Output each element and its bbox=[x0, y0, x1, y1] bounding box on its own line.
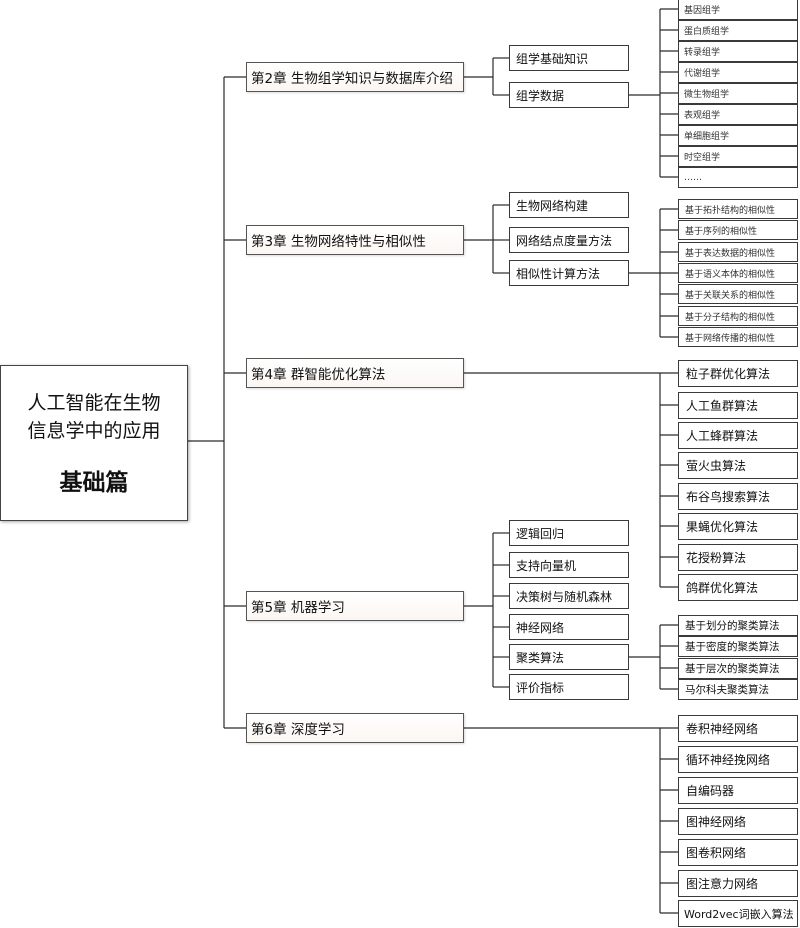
ch5-section-node: 逻辑回归 bbox=[509, 520, 629, 546]
ch6-leaf-node: 图卷积网络 bbox=[678, 839, 798, 866]
ch2-leaf-node: …… bbox=[678, 167, 798, 188]
ch2-leaf-node: 蛋白质组学 bbox=[678, 20, 798, 41]
ch3-leaf-node: 基于序列的相似性 bbox=[678, 220, 798, 240]
chapter-4-node: 第4章 群智能优化算法 bbox=[246, 358, 464, 388]
ch2-leaf-node: 代谢组学 bbox=[678, 62, 798, 83]
ch2-section-node: 组学数据 bbox=[509, 82, 629, 108]
ch2-leaf-node: 时空组学 bbox=[678, 146, 798, 167]
ch6-leaf-node: 图注意力网络 bbox=[678, 870, 798, 897]
ch2-leaf-node: 单细胞组学 bbox=[678, 125, 798, 146]
ch4-leaf-node: 人工鱼群算法 bbox=[678, 392, 798, 419]
ch3-leaf-node: 基于分子结构的相似性 bbox=[678, 306, 798, 326]
ch5-leaf-node: 基于划分的聚类算法 bbox=[678, 615, 798, 636]
ch2-leaf-node: 表观组学 bbox=[678, 104, 798, 125]
ch6-leaf-node: 自编码器 bbox=[678, 777, 798, 804]
ch3-leaf-node: 基于拓扑结构的相似性 bbox=[678, 199, 798, 219]
ch3-section-node: 相似性计算方法 bbox=[509, 260, 629, 286]
ch5-section-node: 神经网络 bbox=[509, 614, 629, 640]
ch4-leaf-node: 果蝇优化算法 bbox=[678, 513, 798, 540]
ch2-section-node: 组学基础知识 bbox=[509, 45, 629, 71]
ch3-section-node: 生物网络构建 bbox=[509, 192, 629, 218]
chapter-3-node: 第3章 生物网络特性与相似性 bbox=[246, 225, 464, 255]
ch4-leaf-node: 萤火虫算法 bbox=[678, 452, 798, 479]
root-subtitle: 基础篇 bbox=[59, 470, 129, 496]
ch4-leaf-node: 布谷鸟搜索算法 bbox=[678, 483, 798, 510]
ch5-section-node: 决策树与随机森林 bbox=[509, 583, 629, 609]
ch5-section-node: 支持向量机 bbox=[509, 552, 629, 578]
ch3-leaf-node: 基于关联关系的相似性 bbox=[678, 284, 798, 304]
ch3-leaf-node: 基于网络传播的相似性 bbox=[678, 327, 798, 347]
root-node: 人工智能在生物 信息学中的应用 基础篇 bbox=[0, 365, 188, 521]
ch6-leaf-node: 卷积神经网络 bbox=[678, 715, 798, 742]
ch5-section-node: 聚类算法 bbox=[509, 644, 629, 670]
ch2-leaf-node: 基因组学 bbox=[678, 0, 798, 20]
ch3-leaf-node: 基于表达数据的相似性 bbox=[678, 242, 798, 262]
ch2-leaf-node: 转录组学 bbox=[678, 41, 798, 62]
ch4-leaf-node: 粒子群优化算法 bbox=[678, 360, 798, 387]
ch5-leaf-node: 基于密度的聚类算法 bbox=[678, 636, 798, 657]
ch3-section-node: 网络结点度量方法 bbox=[509, 227, 629, 253]
root-title-line1: 人工智能在生物 bbox=[27, 392, 161, 414]
ch6-leaf-node: Word2vec词嵌入算法 bbox=[678, 900, 798, 927]
chapter-6-node: 第6章 深度学习 bbox=[246, 713, 464, 743]
ch2-leaf-node: 微生物组学 bbox=[678, 83, 798, 104]
ch4-leaf-node: 人工蜂群算法 bbox=[678, 422, 798, 449]
ch5-leaf-node: 基于层次的聚类算法 bbox=[678, 658, 798, 679]
ch4-leaf-node: 花授粉算法 bbox=[678, 544, 798, 571]
ch6-leaf-node: 图神经网络 bbox=[678, 808, 798, 835]
chapter-5-node: 第5章 机器学习 bbox=[246, 591, 464, 621]
ch5-section-node: 评价指标 bbox=[509, 674, 629, 700]
chapter-2-node: 第2章 生物组学知识与数据库介绍 bbox=[246, 62, 464, 92]
ch3-leaf-node: 基于语义本体的相似性 bbox=[678, 263, 798, 283]
ch6-leaf-node: 循环神经挽网络 bbox=[678, 746, 798, 773]
ch5-leaf-node: 马尔科夫聚类算法 bbox=[678, 679, 798, 700]
ch4-leaf-node: 鸽群优化算法 bbox=[678, 574, 798, 601]
root-title-line2: 信息学中的应用 bbox=[27, 420, 161, 442]
